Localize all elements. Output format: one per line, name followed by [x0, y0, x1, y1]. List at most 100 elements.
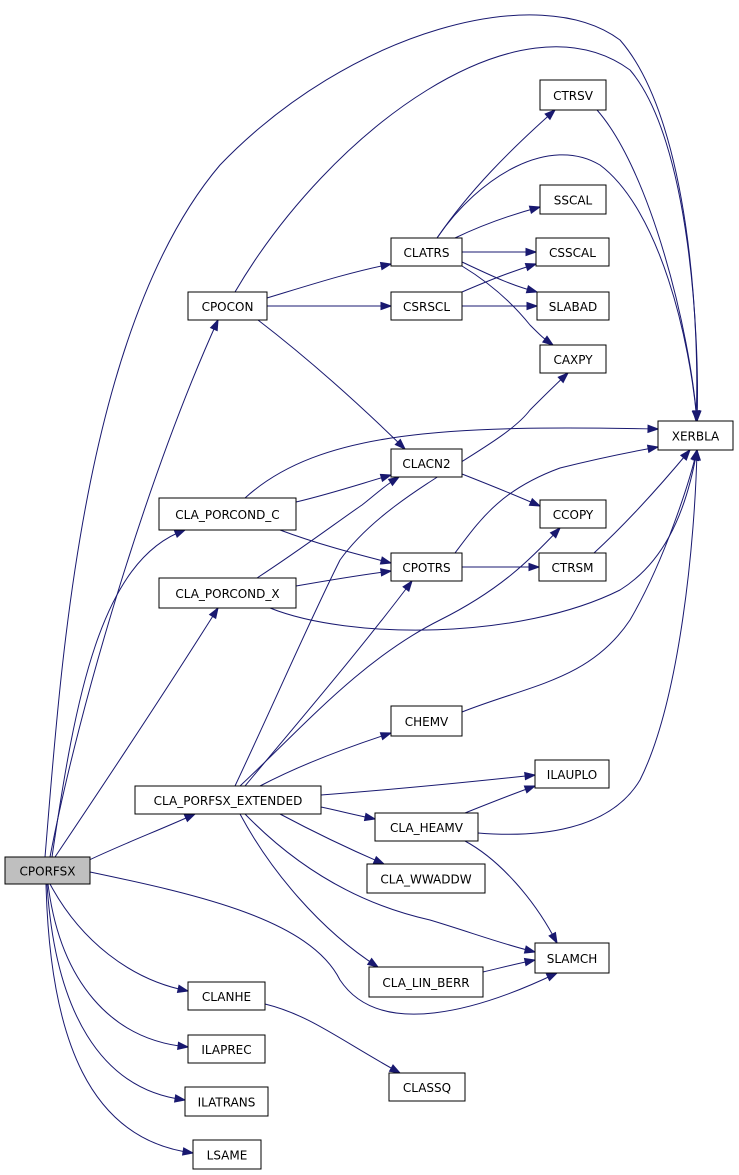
edge-cla_porfsx_extended-to-chemv [259, 732, 393, 787]
node-label: CLA_PORCOND_X [175, 587, 279, 601]
node-label: CHEMV [405, 715, 449, 729]
node-cla_lin_berr[interactable]: CLA_LIN_BERR [368, 966, 484, 998]
node-chemv[interactable]: CHEMV [390, 705, 463, 737]
arrowhead [394, 438, 407, 451]
edge-cla_porfsx_extended-to-cpotrs [244, 579, 413, 787]
arrowhead [387, 476, 401, 487]
node-ccopy[interactable]: CCOPY [539, 499, 607, 529]
node-ctrsm[interactable]: CTRSM [538, 552, 607, 582]
edge-cporfsx-to-slamch [89, 871, 559, 1015]
edge-cla_heamv-to-xerbla [477, 448, 702, 835]
edge-cporfsx-to-cla_porcond_c [51, 529, 187, 858]
node-clatrs[interactable]: CLATRS [390, 237, 463, 267]
node-label: LSAME [207, 1149, 248, 1163]
edge-clatrs-to-ctrsv [436, 109, 557, 239]
edge-cporfsx-to-cla_porfsx_extended [84, 813, 197, 863]
node-box [187, 1034, 266, 1064]
node-clacn2[interactable]: CLACN2 [390, 448, 463, 478]
node-box [374, 812, 479, 842]
edge-line [461, 449, 698, 713]
edge-line [54, 607, 219, 858]
edge-line [264, 1003, 401, 1074]
arrowhead [525, 247, 538, 257]
edge-cla_porcond_x-to-cpotrs [295, 568, 393, 587]
node-lsame[interactable]: LSAME [192, 1139, 262, 1170]
edge-cporfsx-to-ilatrans [46, 883, 187, 1103]
node-box [187, 291, 268, 321]
edge-line [44, 14, 698, 858]
edge-clanhe-to-classq [264, 1003, 402, 1074]
arrowhead [528, 497, 542, 507]
node-ilatrans[interactable]: ILATRANS [184, 1086, 269, 1117]
edge-cla_porfsx_extended-to-cla_wwaddw [279, 813, 386, 865]
edge-cpocon-to-clatrs [266, 261, 393, 299]
edge-line [454, 206, 541, 239]
node-cpotrs[interactable]: CPOTRS [390, 552, 463, 582]
node-cla_wwaddw[interactable]: CLA_WWADDW [366, 863, 486, 894]
node-cla_porfsx_extended[interactable]: CLA_PORFSX_EXTENDED [134, 785, 322, 815]
node-label: CLA_LIN_BERR [382, 976, 469, 990]
node-slamch[interactable]: SLAMCH [534, 942, 610, 974]
arrowhead [528, 205, 542, 214]
node-box [539, 344, 607, 374]
node-ilauplo[interactable]: ILAUPLO [534, 759, 610, 789]
node-classq[interactable]: CLASSQ [388, 1072, 466, 1102]
node-box [390, 237, 463, 267]
node-cpocon[interactable]: CPOCON [187, 291, 268, 321]
edge-cla_heamv-to-ilauplo [464, 785, 537, 814]
node-label: CLACN2 [402, 457, 450, 471]
edge-line [464, 785, 536, 814]
node-box [534, 942, 610, 974]
edge-cporfsx-to-lsame [45, 883, 195, 1156]
node-box [187, 981, 266, 1011]
node-caxpy[interactable]: CAXPY [539, 344, 607, 374]
node-ctrsv[interactable]: CTRSV [539, 79, 607, 111]
node-csscal[interactable]: CSSCAL [535, 237, 610, 267]
arrowhead [646, 444, 660, 454]
node-sscal[interactable]: SSCAL [539, 184, 607, 215]
node-ilaprec[interactable]: ILAPREC [187, 1034, 266, 1064]
node-label: CLANHE [202, 990, 251, 1004]
node-label: CTRSV [553, 89, 594, 103]
arrowhead [647, 424, 660, 434]
edge-line [454, 446, 659, 554]
edge-cla_porfsx_extended-to-ccopy [239, 526, 562, 787]
node-label: CPORFSX [20, 865, 76, 879]
node-cla_porcond_x[interactable]: CLA_PORCOND_X [158, 577, 297, 609]
arrowhead [380, 568, 393, 577]
edge-cpocon-to-xerbla [234, 46, 702, 423]
edge-cla_porfsx_extended-to-caxpy [234, 371, 570, 787]
arrowhead [524, 771, 537, 781]
arrowhead [183, 813, 197, 823]
node-box [539, 79, 607, 111]
edge-line [279, 813, 385, 865]
arrowhead [176, 984, 190, 993]
node-box [390, 705, 463, 737]
node-box [538, 552, 607, 582]
edge-line [45, 883, 194, 1154]
node-label: CPOCON [202, 300, 254, 314]
arrowhead [528, 562, 541, 572]
node-label: CSRSCL [403, 300, 450, 314]
node-cla_porcond_c[interactable]: CLA_PORCOND_C [158, 497, 297, 531]
edge-line [234, 46, 698, 422]
edge-line [89, 871, 558, 1015]
arrowhead [372, 855, 386, 865]
node-cla_heamv[interactable]: CLA_HEAMV [374, 812, 479, 842]
node-box [539, 499, 607, 529]
node-label: SSCAL [554, 194, 593, 208]
edge-line [436, 109, 556, 239]
node-slabad[interactable]: SLABAD [536, 291, 610, 321]
edge-line [49, 319, 219, 858]
node-box [388, 1072, 466, 1102]
node-xerbla[interactable]: XERBLA [657, 420, 734, 451]
node-csrscl[interactable]: CSRSCL [390, 291, 463, 321]
edge-cpocon-to-csrscl [267, 301, 393, 311]
arrowhead [379, 556, 393, 565]
edge-ctrsv-to-xerbla [596, 109, 701, 423]
node-label: CLA_HEAMV [390, 821, 464, 835]
node-label: ILAPREC [201, 1043, 251, 1057]
node-cporfsx[interactable]: CPORFSX [4, 856, 91, 885]
node-clanhe[interactable]: CLANHE [187, 981, 266, 1011]
edge-clacn2-to-ccopy [461, 473, 542, 507]
